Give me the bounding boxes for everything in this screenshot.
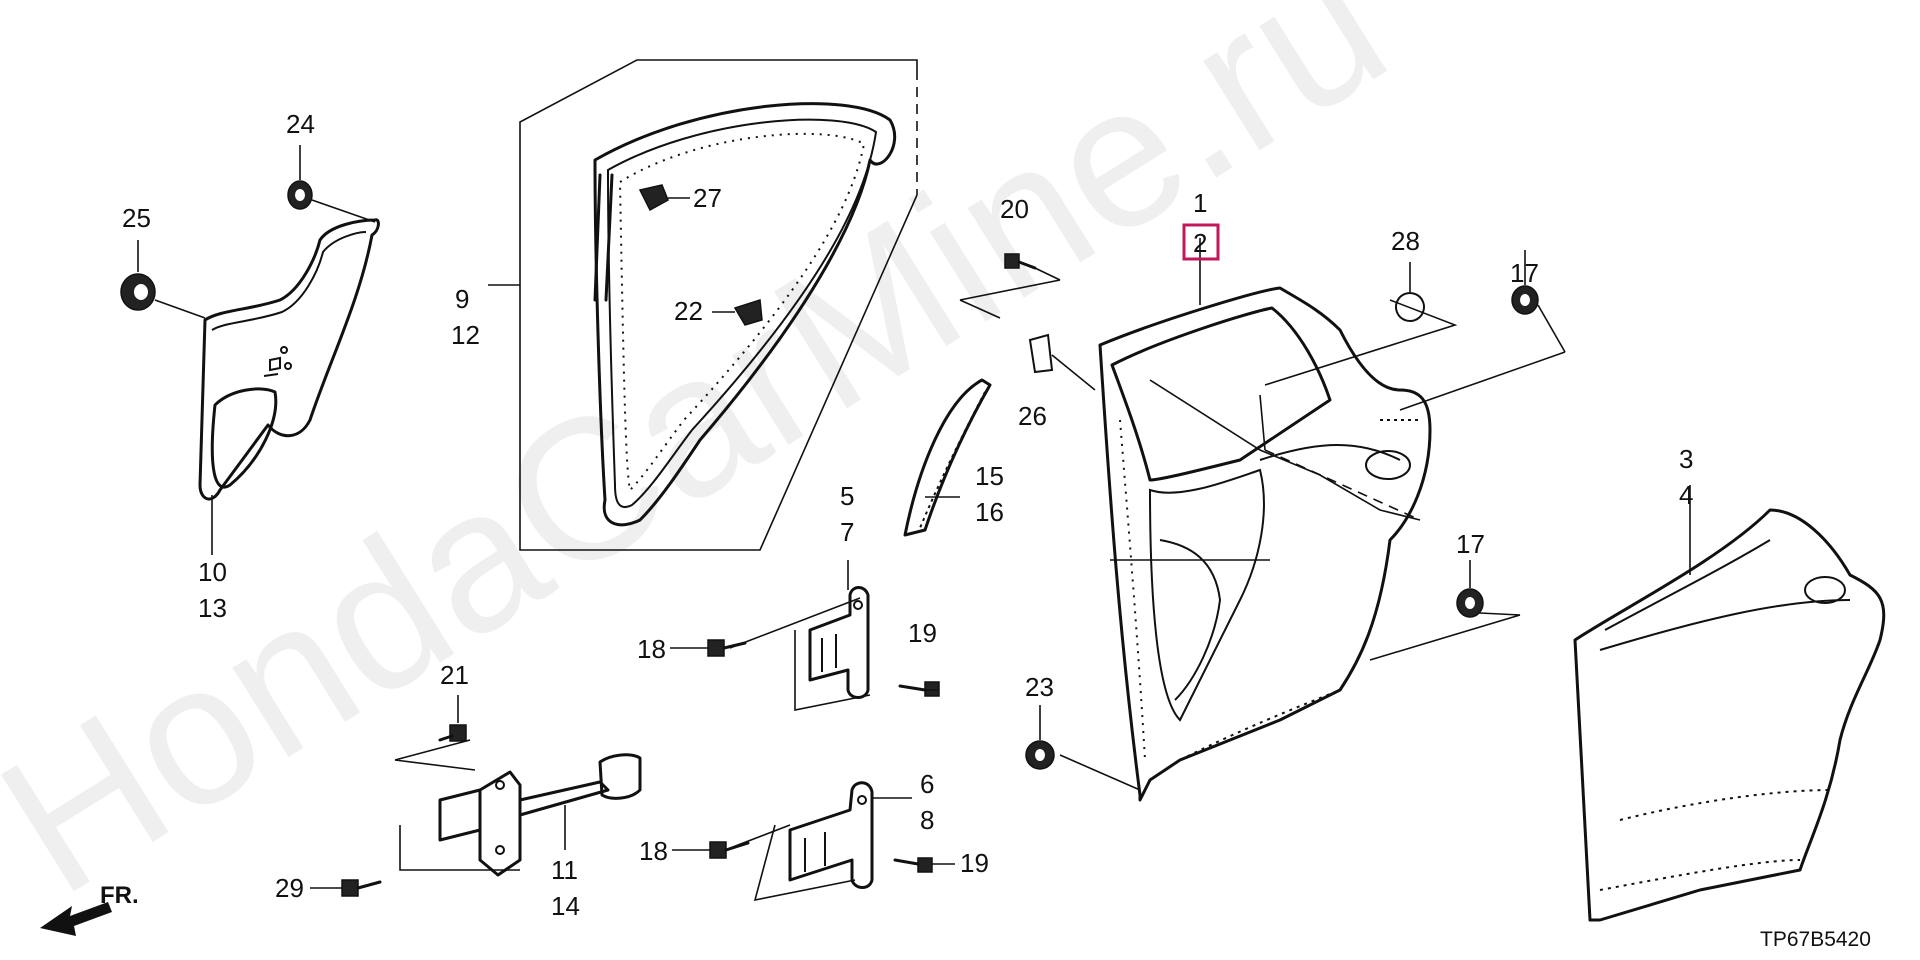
sealing-film [198, 218, 380, 501]
door-checker-group [310, 695, 642, 897]
rear-door-panel [1098, 286, 1432, 802]
lower-hinge [788, 781, 874, 889]
label-3: 3 [1679, 444, 1693, 474]
door-sealing-film-group [120, 145, 380, 555]
label-6: 6 [920, 769, 934, 799]
bolt-18-upper-icon [670, 639, 747, 657]
label-23: 23 [1025, 672, 1054, 702]
grommet-25-icon [120, 240, 206, 319]
screw-20-icon [1004, 253, 1061, 281]
label-19-upper: 19 [908, 618, 937, 648]
label-28: 28 [1391, 226, 1420, 256]
label-9: 9 [455, 284, 469, 314]
bolt-19-upper-icon [898, 681, 940, 697]
bolt-21-icon [438, 695, 467, 742]
grommet-23-icon [1025, 705, 1055, 770]
label-1: 1 [1193, 188, 1207, 218]
fr-arrow-icon [40, 902, 112, 936]
label-16: 16 [975, 497, 1004, 527]
label-19-lower: 19 [960, 848, 989, 878]
label-25: 25 [122, 203, 151, 233]
sash-garnish [903, 378, 992, 537]
checker-bracket [478, 770, 522, 877]
weatherstrip-group [488, 59, 918, 551]
sash-garnish-group [903, 253, 1096, 537]
bolt-29-icon [310, 879, 382, 897]
bolt-18-lower-icon [672, 841, 750, 859]
lower-hinge-group [672, 781, 955, 902]
callout-labels: 1 2 3 4 5 6 7 8 9 12 10 13 11 14 15 16 1… [122, 109, 1693, 921]
label-5: 5 [840, 481, 854, 511]
label-18-upper: 18 [637, 634, 666, 664]
bolt-19-lower-icon [893, 857, 955, 873]
grommet-24-icon [287, 145, 376, 223]
label-12: 12 [451, 320, 480, 350]
label-10: 10 [198, 557, 227, 587]
label-27: 27 [693, 183, 722, 213]
label-20: 20 [1000, 194, 1029, 224]
label-11: 11 [551, 855, 578, 885]
direction-label: FR. [100, 882, 139, 909]
clip-27-icon [638, 184, 690, 212]
highlight-box [1182, 223, 1220, 261]
label-7: 7 [840, 517, 854, 547]
diagram-code: TP67B5420 [1760, 928, 1871, 951]
label-13: 13 [198, 593, 227, 623]
label-26: 26 [1018, 401, 1047, 431]
door-skin-group [1573, 485, 1886, 922]
label-17-upper: 17 [1510, 258, 1539, 288]
label-24: 24 [286, 109, 315, 139]
label-2: 2 [1193, 228, 1207, 258]
label-15: 15 [975, 461, 1004, 491]
rear-door-panel-group [1025, 223, 1566, 802]
clip-22-icon [712, 299, 763, 326]
label-17-lower: 17 [1456, 529, 1485, 559]
plug-28-icon [1395, 262, 1425, 322]
label-22: 22 [674, 296, 703, 326]
door-weatherstrip [593, 102, 897, 527]
clip-26-icon [1028, 333, 1096, 391]
label-4: 4 [1679, 480, 1693, 510]
grommet-17-upper-icon [1511, 250, 1566, 353]
grommet-17-lower-icon [1456, 560, 1484, 618]
label-8: 8 [920, 805, 934, 835]
label-14: 14 [551, 891, 580, 921]
label-18-lower: 18 [639, 836, 668, 866]
door-skin [1573, 508, 1886, 922]
label-21: 21 [440, 660, 469, 690]
upper-hinge-group [670, 560, 940, 711]
label-29: 29 [275, 873, 304, 903]
upper-hinge [808, 586, 870, 699]
